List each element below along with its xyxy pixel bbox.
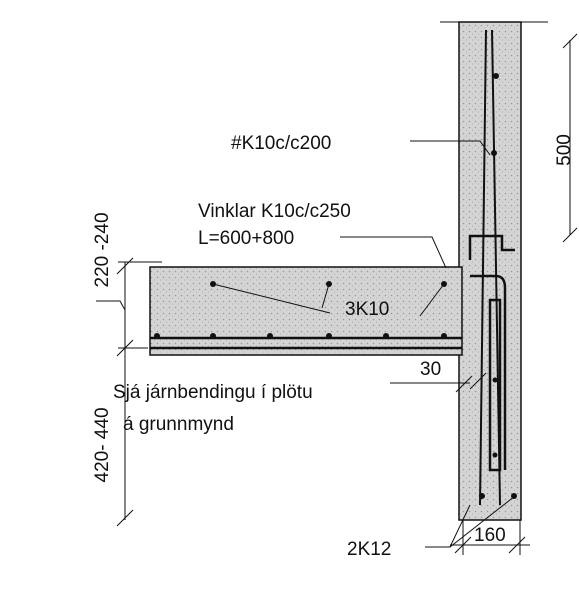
slab-thickness-dimension: 220 -240 [92,212,113,287]
wall-rebar [468,29,517,506]
lower-height-dimension: 420- 440 [92,407,113,482]
top-rebar-label: #K10c/c200 [231,133,331,154]
slab-section [149,266,463,356]
lap-length-dimension: 500 [554,134,575,166]
cover-dimension-label: 30 [420,359,441,380]
dimension-lines [96,33,578,555]
note-line-1: Sjá járnbendingu í plötu [113,382,313,403]
note-line-2: á grunnmynd [123,414,234,435]
slab-bars-label: 3K10 [345,299,389,320]
leader-lines [212,140,516,548]
wall-width-dimension: 160 [474,525,506,546]
hook-bars-label: Vinklar K10c/c250 [198,201,351,222]
hook-bars-length-label: L=600+800 [198,228,294,249]
bottom-bars-label: 2K12 [347,539,391,560]
